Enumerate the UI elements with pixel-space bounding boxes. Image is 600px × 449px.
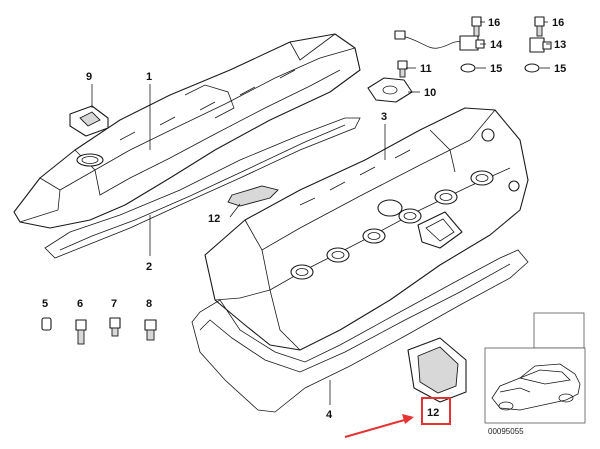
callout-5: 5 (42, 298, 48, 310)
bolt-part-8 (144, 319, 157, 341)
callout-3: 3 (381, 111, 387, 123)
bolt-part-16-b (534, 16, 545, 37)
seal-part-12-top (227, 185, 279, 207)
sensor-part-6 (75, 319, 87, 345)
red-arrow-icon (344, 418, 409, 438)
callout-13: 13 (554, 39, 566, 51)
callout-14: 14 (490, 39, 503, 51)
callout-15-b: 15 (554, 63, 566, 75)
plug-part-5 (41, 317, 52, 331)
car-location-inset: 00095055 (484, 312, 586, 436)
callout-15-a: 15 (490, 63, 502, 75)
gasket-part-10 (367, 77, 413, 103)
inset-frame (484, 347, 586, 424)
callout-11: 11 (420, 63, 432, 75)
callout-8: 8 (146, 298, 152, 310)
callout-6: 6 (77, 298, 83, 310)
highlight-box (421, 397, 451, 425)
sensor-part-13 (529, 37, 552, 53)
callout-labels: 1 2 3 4 5 6 7 8 9 10 11 12 13 14 15 15 1… (42, 17, 566, 421)
red-arrow-head-icon (402, 414, 414, 424)
callout-9: 9 (86, 71, 92, 83)
callout-7: 7 (111, 298, 117, 310)
gasket-part-4 (191, 249, 529, 413)
callout-10: 10 (424, 87, 436, 99)
bolt-part-16-a (471, 16, 482, 37)
seal-part-12-bottom (407, 337, 467, 403)
bolt-part-11 (397, 60, 408, 78)
callout-12-bottom: 12 (427, 407, 439, 419)
gasket-part-2 (44, 117, 361, 259)
callout-2: 2 (146, 261, 152, 273)
oring-part-15-b (524, 63, 540, 73)
spark-plug-openings (290, 170, 494, 280)
engine-cover-part-1 (13, 33, 361, 229)
callout-4: 4 (326, 409, 333, 421)
inset-tab (533, 312, 585, 349)
callout-16-a: 16 (488, 17, 500, 29)
cable-sensor-part-14 (394, 30, 485, 51)
callout-16-b: 16 (552, 17, 564, 29)
highlighted-callout: 12 (344, 397, 451, 438)
callout-1: 1 (146, 71, 152, 83)
diagram-code: 00095055 (488, 427, 524, 436)
bolt-part-7 (109, 317, 121, 337)
callout-12-top: 12 (208, 213, 220, 225)
car-icon (491, 363, 581, 411)
oring-part-15-a (460, 63, 476, 73)
valve-cover-part-3 (204, 107, 529, 351)
leader-lines (91, 21, 550, 405)
